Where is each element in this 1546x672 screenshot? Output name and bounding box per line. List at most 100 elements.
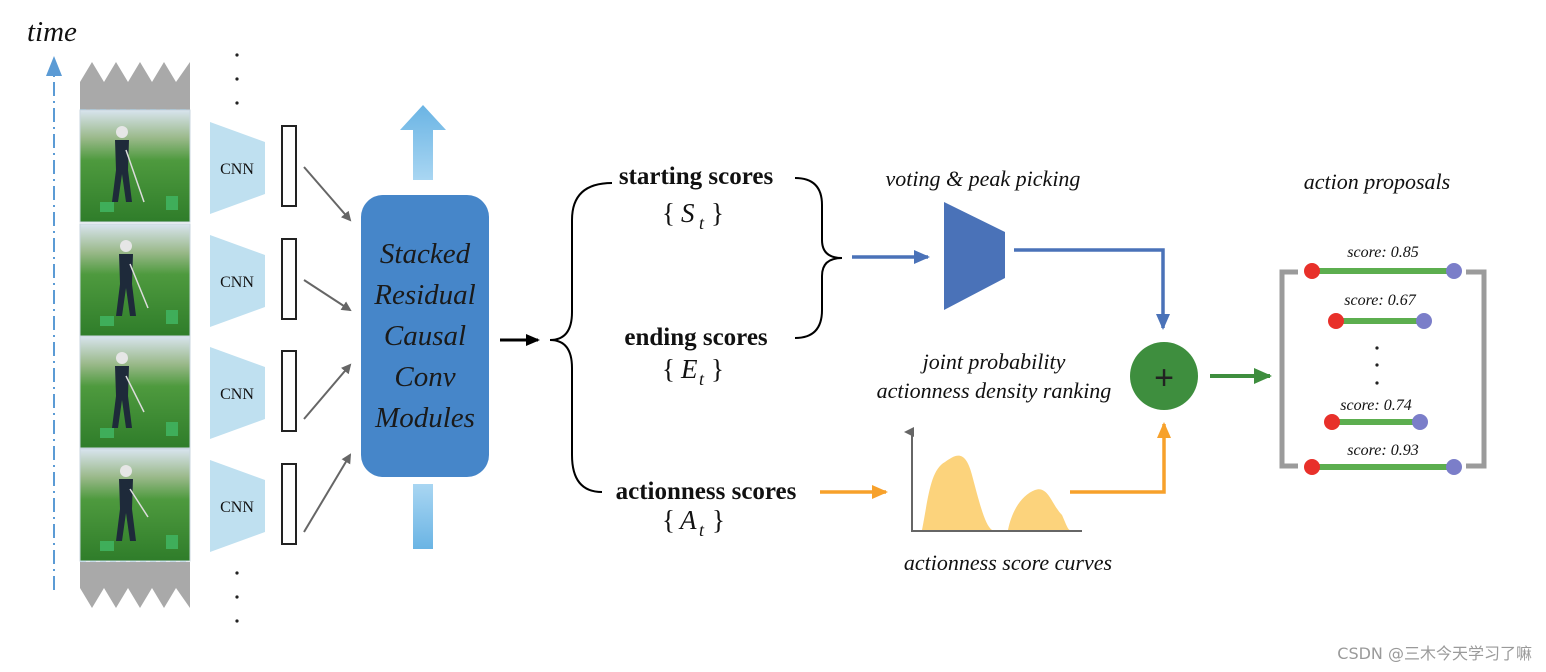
actionness-scores-symbol: { A t } [662, 505, 725, 540]
voting-peak-picking-label: voting & peak picking [886, 166, 1081, 191]
cnn-block [210, 122, 265, 214]
proposal-score: score: 0.74 [1340, 397, 1411, 414]
module-label-line: Modules [374, 402, 475, 434]
module-label-line: Conv [394, 361, 455, 393]
proposals-left-bracket [1279, 269, 1298, 469]
feature-to-module-arrow [303, 363, 352, 420]
video-frame-1 [79, 109, 191, 223]
cnn-branch-1: CNN [210, 122, 352, 222]
sum-plus-symbol: + [1154, 359, 1174, 397]
svg-text:}: } [711, 198, 724, 228]
cnn-branch-4: CNN [210, 453, 352, 552]
feature-to-module-arrow [303, 166, 352, 222]
curves-to-sum-arrow [1070, 422, 1171, 494]
proposal-score: score: 0.93 [1347, 442, 1418, 459]
golf-club [125, 375, 145, 413]
scores-left-brace [549, 182, 613, 493]
golfer-body [116, 479, 136, 541]
proposals-right-bracket [1466, 269, 1487, 469]
cnn-block [210, 235, 265, 327]
feature-vector [281, 463, 297, 545]
feature-to-module-arrow [303, 453, 352, 533]
feature-to-module-arrow [303, 279, 352, 312]
time-label: time [27, 16, 77, 48]
video-frame-2 [79, 223, 191, 337]
starting-symbol-base: S [681, 198, 695, 228]
cnn-block [210, 347, 265, 439]
voting-to-sum-arrow [1014, 248, 1170, 330]
proposal-4: score: 0.93 [1304, 442, 1462, 475]
ending-scores-symbol: { E t } [662, 354, 724, 389]
proposal-3: score: 0.74 [1324, 397, 1428, 430]
svg-text:{: { [662, 505, 675, 535]
cnn-label: CNN [220, 161, 254, 178]
cnn-block [210, 460, 265, 552]
proposal-score: score: 0.85 [1347, 244, 1418, 261]
proposal-end-dot [1446, 459, 1462, 475]
cnn-label: CNN [220, 499, 254, 516]
golfer-head [120, 240, 132, 252]
input-arrow-bar [413, 484, 433, 549]
actionness-symbol-sub: t [699, 520, 705, 540]
feature-vector [281, 125, 297, 207]
proposal-2: score: 0.67 [1328, 292, 1432, 329]
sum-node [1130, 342, 1198, 410]
actionness-scores-label: actionness scores [616, 478, 797, 505]
actionness-curve-peak-1 [922, 455, 992, 530]
golf-club [129, 263, 149, 309]
golfer-head [116, 126, 128, 138]
starting-scores-symbol: { S t } [662, 198, 724, 233]
svg-text:{: { [662, 198, 675, 228]
action-proposals-title: action proposals [1304, 169, 1450, 194]
feature-vector [281, 238, 297, 320]
strip-bottom-cap [80, 562, 190, 588]
proposals-continuation-dots [1375, 346, 1379, 385]
cnn-label: CNN [220, 274, 254, 291]
cnn-branch-3: CNN [210, 347, 352, 439]
actionness-density-ranking-label: actionness density ranking [877, 378, 1112, 403]
cnn-label: CNN [220, 386, 254, 403]
time-axis-arrowhead [46, 56, 62, 76]
output-arrow-up [400, 105, 446, 180]
proposal-start-dot [1304, 263, 1320, 279]
svg-text:}: } [711, 354, 724, 384]
starting-scores-label: starting scores [619, 163, 774, 190]
golfer-head [120, 465, 132, 477]
video-frame-3 [79, 335, 191, 449]
proposal-start-dot [1324, 414, 1340, 430]
golfer-body [112, 366, 132, 428]
golfer-body [112, 140, 132, 202]
ending-symbol-base: E [680, 354, 698, 384]
video-frame-strip [80, 62, 190, 608]
svg-text:}: } [712, 505, 725, 535]
watermark: CSDN @三木今天学习了嘛 [1337, 644, 1532, 663]
proposal-start-dot [1328, 313, 1344, 329]
module-label-line: Stacked [380, 238, 471, 270]
golfer-body [116, 254, 136, 316]
strip-bottom-teeth [80, 588, 190, 608]
golfer-head [116, 352, 128, 364]
strip-top-cap [80, 62, 190, 110]
joint-probability-label: joint probability [920, 349, 1066, 374]
actionness-curve-peak-2 [1008, 489, 1070, 530]
actionness-symbol-base: A [678, 505, 697, 535]
frame-continuation-dots [235, 53, 239, 623]
start-end-right-brace [794, 177, 843, 339]
module-label-line: Causal [384, 320, 466, 352]
proposal-1: score: 0.85 [1304, 244, 1462, 279]
cnn-branch-2: CNN [210, 235, 352, 327]
golf-club [125, 149, 145, 203]
actionness-score-curves-label: actionness score curves [904, 550, 1112, 575]
ending-scores-label: ending scores [624, 324, 768, 351]
proposal-end-dot [1416, 313, 1432, 329]
proposal-score: score: 0.67 [1344, 292, 1416, 309]
video-frame-4 [79, 448, 191, 562]
golf-club [129, 488, 149, 518]
starting-symbol-sub: t [699, 213, 705, 233]
proposal-end-dot [1412, 414, 1428, 430]
voting-block [944, 202, 1005, 310]
stacked-residual-causal-conv-module [361, 195, 489, 477]
module-label-line: Residual [373, 279, 476, 311]
ending-symbol-sub: t [699, 369, 705, 389]
